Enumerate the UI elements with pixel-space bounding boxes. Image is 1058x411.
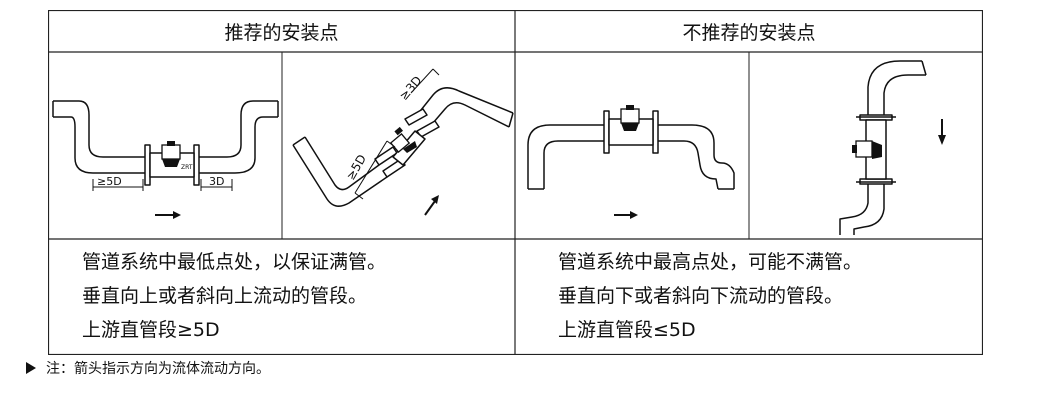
not-recommended-line-3: 上游直管段≤5D — [558, 319, 696, 341]
flow-arrow-up-right-icon — [424, 195, 439, 216]
recommended-line-2: 垂直向上或者斜向上流动的管段。 — [82, 285, 368, 307]
dimension-label-upstream: ≥5D — [97, 175, 122, 188]
diagram-recommended-incline: ≥5D ≥3D — [292, 68, 514, 216]
flowmeter-icon — [389, 126, 417, 154]
svg-text:ZRT: ZRT — [181, 164, 193, 171]
diagram-not-recommended-high-point — [527, 105, 735, 219]
recommended-line-1: 管道系统中最低点处，以保证满管。 — [82, 251, 387, 273]
header-not-recommended: 不推荐的安装点 — [682, 22, 816, 44]
diagram-recommended-low-point: ZRT ≥5D 3D — [52, 100, 279, 219]
flowmeter-icon: ZRT — [161, 141, 193, 171]
flow-arrow-right-icon — [614, 211, 638, 219]
flow-arrow-right-icon — [155, 211, 181, 219]
not-recommended-line-2: 垂直向下或者斜向下流动的管段。 — [558, 285, 844, 307]
flowmeter-icon — [620, 105, 640, 131]
not-recommended-line-1: 管道系统中最高点处，可能不满管。 — [558, 251, 863, 273]
dimension-label-incline-long: ≥5D — [343, 152, 369, 182]
header-recommended: 推荐的安装点 — [224, 22, 339, 44]
footnote: 注：箭头指示方向为流体流动方向。 — [26, 358, 270, 378]
flow-arrow-down-icon — [938, 119, 946, 145]
diagram-not-recommended-downward — [839, 60, 946, 235]
flowmeter-icon — [852, 140, 882, 159]
footnote-text: 注：箭头指示方向为流体流动方向。 — [46, 361, 270, 377]
dimension-label-downstream: 3D — [209, 175, 224, 188]
install-table — [48, 10, 983, 355]
triangle-bullet-icon — [26, 362, 36, 374]
recommended-line-3: 上游直管段≥5D — [82, 319, 220, 341]
dimension-label-incline-short: ≥3D — [397, 73, 425, 103]
recommended-description: 管道系统中最低点处，以保证满管。 垂直向上或者斜向上流动的管段。 上游直管段≥5… — [82, 245, 386, 347]
not-recommended-description: 管道系统中最高点处，可能不满管。 垂直向下或者斜向下流动的管段。 上游直管段≤5… — [558, 245, 862, 347]
